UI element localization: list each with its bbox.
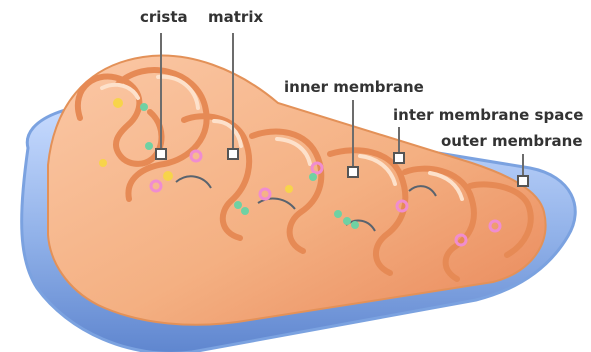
yellow-particle [113, 98, 123, 108]
green-particle [334, 210, 342, 218]
crista-marker [156, 149, 166, 159]
inner-membrane-marker [348, 167, 358, 177]
inner-membrane-label: inner membrane [284, 80, 424, 95]
green-particle [234, 201, 242, 209]
yellow-particle [163, 171, 173, 181]
yellow-particle [285, 185, 293, 193]
outer-membrane-marker [518, 176, 528, 186]
crista-label: crista [140, 10, 188, 25]
matrix-label: matrix [208, 10, 263, 25]
green-particle [351, 221, 359, 229]
green-particle [309, 173, 317, 181]
yellow-particle [99, 159, 107, 167]
green-particle [145, 142, 153, 150]
green-particle [241, 207, 249, 215]
inter-membrane-space-marker [394, 153, 404, 163]
green-particle [140, 103, 148, 111]
outer-membrane-label: outer membrane [441, 134, 583, 149]
green-particle [343, 217, 351, 225]
matrix-marker [228, 149, 238, 159]
inter-membrane-space-label: inter membrane space [393, 108, 583, 123]
